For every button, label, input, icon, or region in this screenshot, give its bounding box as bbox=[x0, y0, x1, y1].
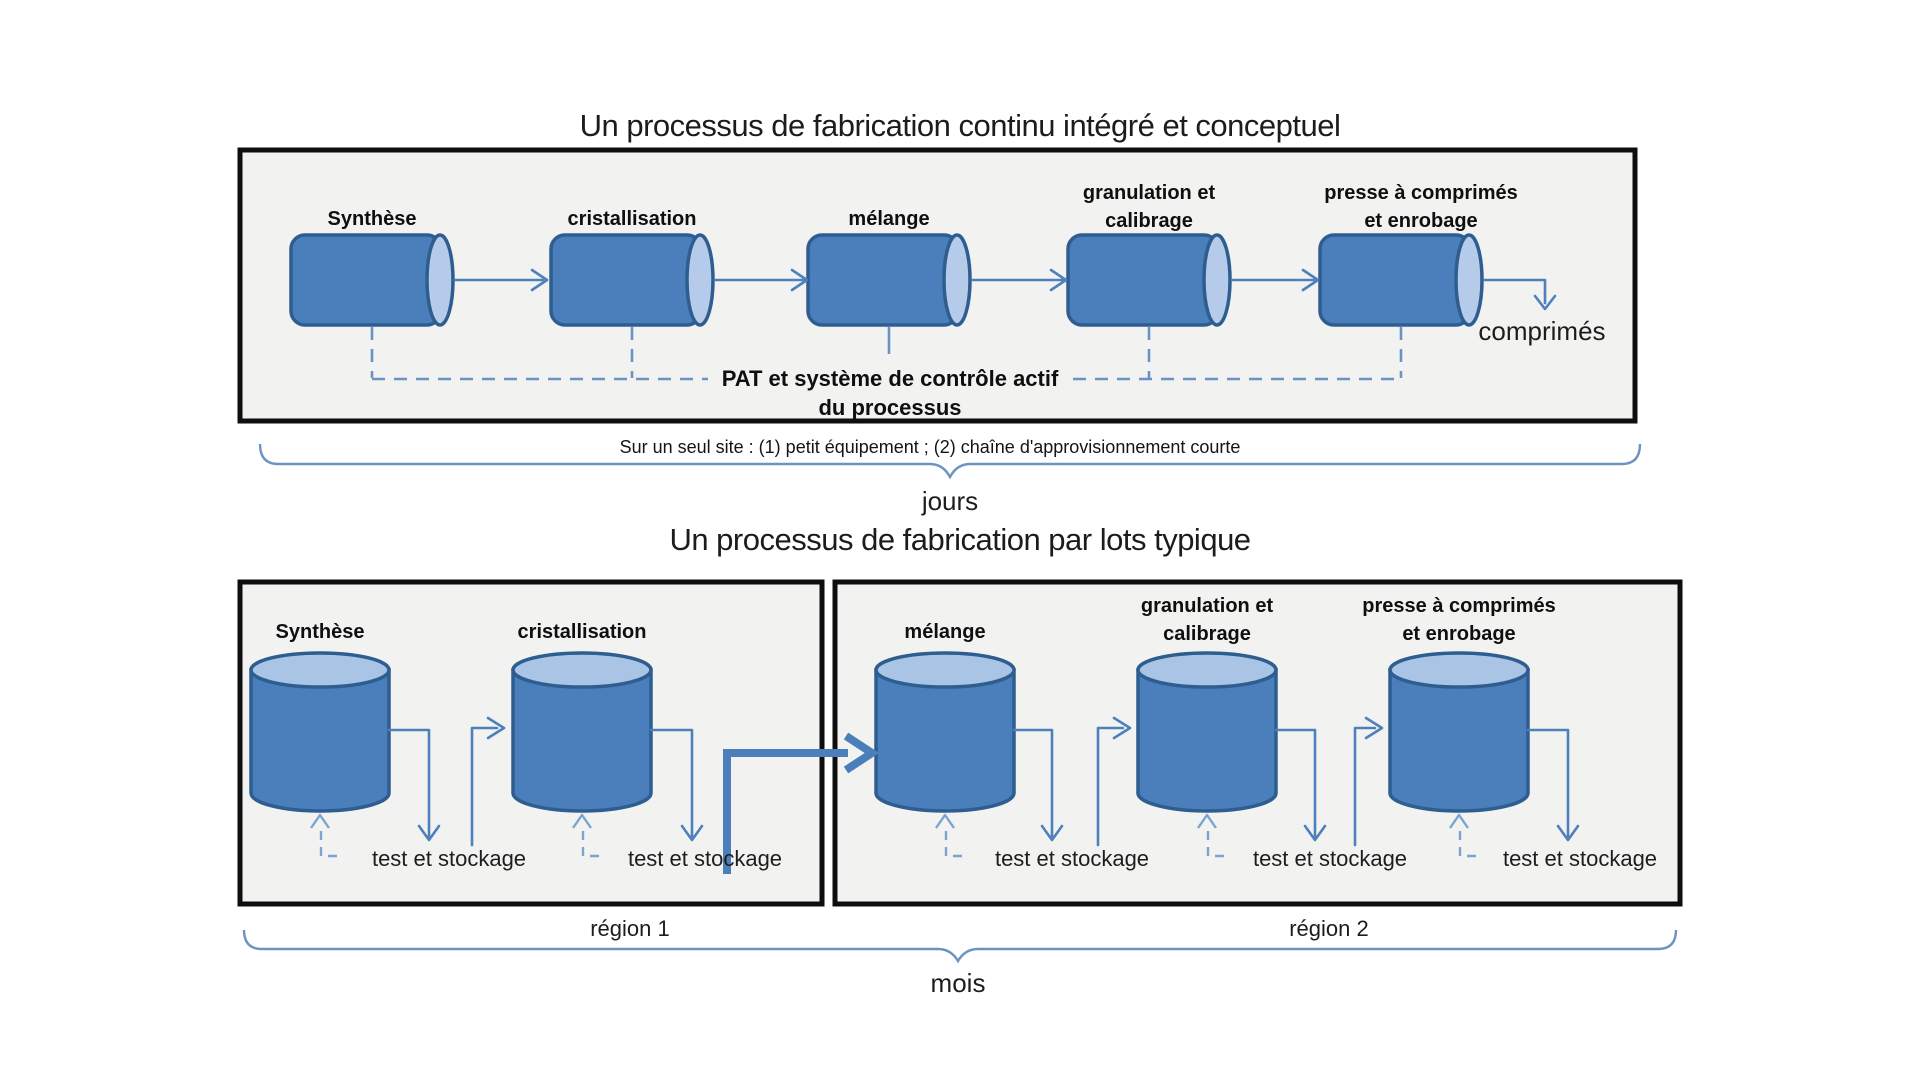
tank-top bbox=[1136, 651, 1278, 689]
continuous-unit-label-melange: mélange bbox=[848, 208, 929, 230]
feedback-arrowhead bbox=[310, 813, 330, 829]
batch-title: Un processus de fabrication par lots typ… bbox=[669, 522, 1250, 557]
entry-arrow bbox=[1353, 716, 1384, 847]
timescale-label-days: jours bbox=[921, 486, 978, 516]
batch-unit-label-presse-2: et enrobage bbox=[1402, 623, 1515, 645]
cylinder-end-cap bbox=[1202, 233, 1232, 327]
region-transfer-arrow bbox=[723, 749, 848, 874]
tank-top bbox=[249, 651, 391, 689]
continuous-flow-arrows bbox=[453, 268, 1557, 311]
tank-top bbox=[874, 651, 1016, 689]
continuous-unit-label-granulation-1: granulation et bbox=[1083, 182, 1216, 204]
cylinder-body bbox=[1066, 233, 1220, 327]
cylinder-body bbox=[806, 233, 960, 327]
test-storage-label-4: test et stockage bbox=[1253, 846, 1407, 871]
batch-tank-cristallisation bbox=[511, 651, 653, 813]
batch-unit-label-synthese: Synthèse bbox=[276, 621, 365, 643]
feedback-arrowhead bbox=[1197, 813, 1217, 829]
continuous-unit-label-cristallisation: cristallisation bbox=[568, 208, 697, 230]
exit-arrow bbox=[1526, 728, 1580, 842]
batch-tank-synthese bbox=[249, 651, 391, 813]
cylinder-end-cap bbox=[1454, 233, 1484, 327]
timescale-brace-months bbox=[242, 929, 1678, 964]
tank-body bbox=[874, 668, 1016, 813]
pat-label-line1: PAT et système de contrôle actif bbox=[722, 366, 1059, 391]
feedback-dashed-line bbox=[1206, 830, 1224, 858]
batch-unit-label-granulation-2: calibrage bbox=[1163, 623, 1251, 645]
test-storage-label-3: test et stockage bbox=[995, 846, 1149, 871]
batch-unit-label-granulation-1: granulation et bbox=[1141, 595, 1274, 617]
continuous-unit-label-presse-1: presse à comprimés bbox=[1324, 182, 1517, 204]
tank-top bbox=[1388, 651, 1530, 689]
flow-arrow bbox=[1230, 268, 1320, 292]
test-storage-label-2: test et stockage bbox=[628, 846, 782, 871]
continuous-unit-label-presse-2: et enrobage bbox=[1364, 210, 1477, 232]
batch-entry-arrows bbox=[470, 716, 1384, 847]
exit-arrow bbox=[1274, 728, 1327, 842]
flow-arrow bbox=[713, 268, 809, 292]
batch-unit-label-cristallisation: cristallisation bbox=[518, 621, 647, 643]
continuous-cylinder-presse bbox=[1318, 233, 1484, 327]
pat-control-network bbox=[370, 327, 1403, 381]
continuous-unit-label-granulation-2: calibrage bbox=[1105, 210, 1193, 232]
continuous-cylinder-melange bbox=[806, 233, 972, 327]
feedback-arrowhead bbox=[1449, 813, 1469, 829]
feedback-dashed-line bbox=[1458, 830, 1476, 858]
output-arrow bbox=[1482, 278, 1557, 311]
test-storage-label-5: test et stockage bbox=[1503, 846, 1657, 871]
tank-body bbox=[1388, 668, 1530, 813]
feedback-arrowhead bbox=[572, 813, 592, 829]
batch-unit-label-presse-1: presse à comprimés bbox=[1362, 595, 1555, 617]
tank-body bbox=[1136, 668, 1278, 813]
entry-arrow bbox=[1096, 716, 1132, 847]
region2-label: région 2 bbox=[1289, 916, 1369, 941]
entry-arrow bbox=[470, 716, 506, 847]
timescale-brace-days bbox=[258, 443, 1642, 480]
batch-feedback-arrows bbox=[310, 813, 1476, 858]
tank-body bbox=[249, 668, 391, 813]
cylinder-end-cap bbox=[942, 233, 972, 327]
feedback-dashed-line bbox=[319, 830, 337, 858]
continuous-cylinder-cristallisation bbox=[549, 233, 715, 327]
cylinder-body bbox=[549, 233, 703, 327]
region-transfer-arrowhead bbox=[843, 732, 880, 774]
continuous-cylinder-synthese bbox=[289, 233, 455, 327]
continuous-unit-label-synthese: Synthèse bbox=[328, 208, 417, 230]
feedback-dashed-line bbox=[581, 830, 599, 858]
batch-tank-presse bbox=[1388, 651, 1530, 813]
flow-arrow bbox=[453, 268, 549, 292]
flow-arrow bbox=[970, 268, 1068, 292]
timescale-label-months: mois bbox=[931, 968, 986, 998]
exit-arrow bbox=[387, 728, 441, 842]
cylinder-body bbox=[1318, 233, 1472, 327]
cylinder-end-cap bbox=[425, 233, 455, 327]
tank-body bbox=[511, 668, 653, 813]
batch-unit-label-melange: mélange bbox=[904, 621, 985, 643]
continuous-cylinder-granulation bbox=[1066, 233, 1232, 327]
batch-tank-granulation bbox=[1136, 651, 1278, 813]
exit-arrow bbox=[1012, 728, 1064, 842]
tank-top bbox=[511, 651, 653, 689]
feedback-arrowhead bbox=[935, 813, 955, 829]
cylinder-body bbox=[289, 233, 443, 327]
single-site-note: Sur un seul site : (1) petit équipement … bbox=[620, 437, 1241, 457]
output-label: comprimés bbox=[1478, 316, 1605, 346]
exit-arrow bbox=[649, 728, 704, 842]
cylinder-end-cap bbox=[685, 233, 715, 327]
feedback-dashed-line bbox=[944, 830, 962, 858]
continuous-title: Un processus de fabrication continu inté… bbox=[580, 108, 1341, 143]
pat-label-line2: du processus bbox=[818, 395, 961, 420]
batch-exit-arrows bbox=[387, 728, 1580, 842]
region1-label: région 1 bbox=[590, 916, 670, 941]
batch-tank-melange bbox=[874, 651, 1016, 813]
test-storage-label-1: test et stockage bbox=[372, 846, 526, 871]
